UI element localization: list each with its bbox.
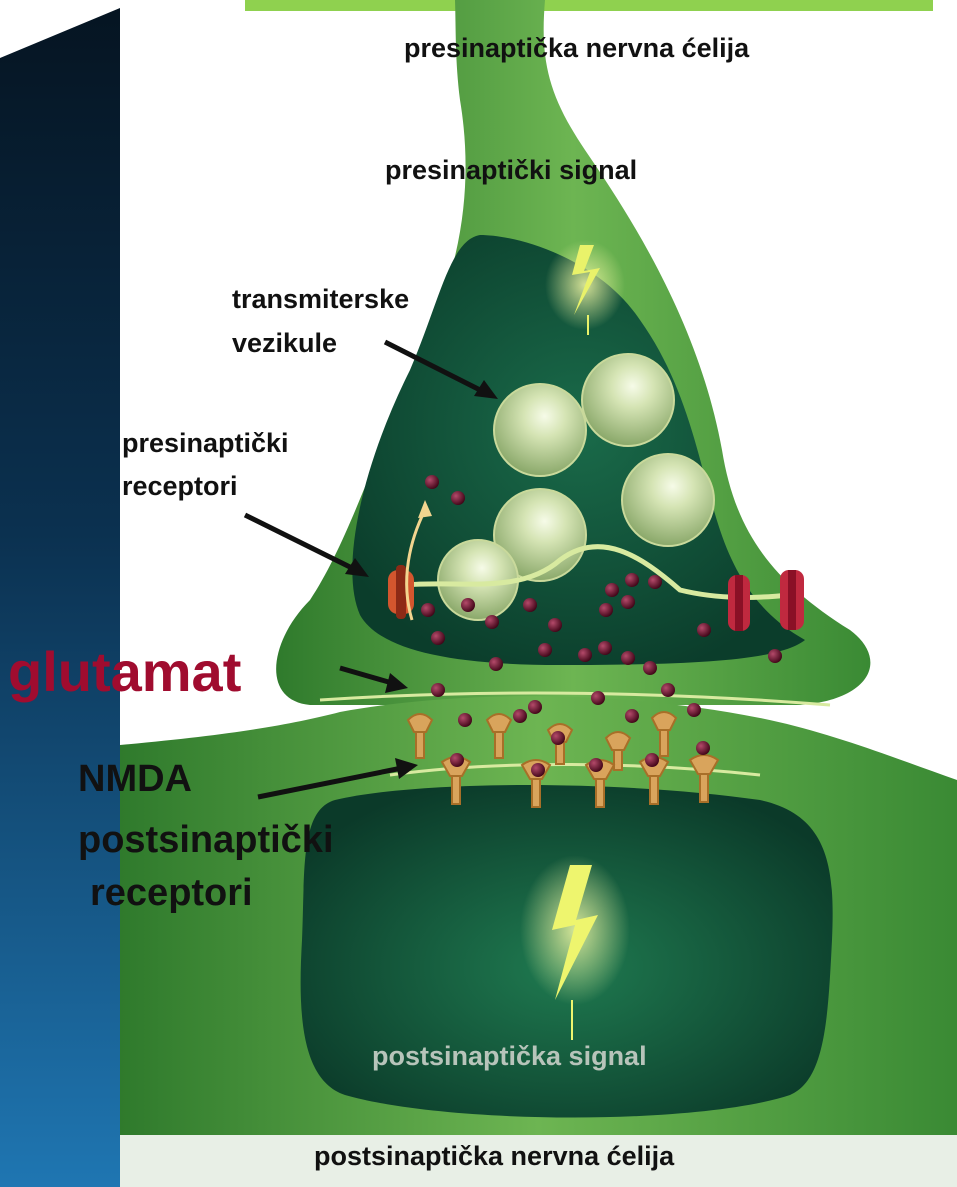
presynaptic-receptors-label-line1: presinaptički — [122, 427, 289, 459]
presynaptic-cell-label: presinaptička nervna ćelija — [404, 32, 749, 64]
vesicles-label-line2: vezikule — [232, 327, 337, 359]
postsynaptic-cell-label: postsinaptička nervna ćelija — [314, 1140, 674, 1172]
postsynaptic-signal-label: postsinaptička signal — [372, 1040, 647, 1072]
nmda-label-line2: postsinaptički — [78, 818, 334, 862]
glutamate-label: glutamat — [8, 640, 241, 704]
nmda-label-line3: receptori — [90, 871, 253, 915]
presynaptic-signal-label: presinaptički signal — [385, 154, 637, 186]
nmda-label-line1: NMDA — [78, 757, 192, 801]
left-panel — [0, 0, 120, 1187]
vesicles-label-line1: transmiterske — [232, 283, 409, 315]
accent-bar — [245, 0, 933, 11]
presynaptic-receptors-label-line2: receptori — [122, 470, 238, 502]
